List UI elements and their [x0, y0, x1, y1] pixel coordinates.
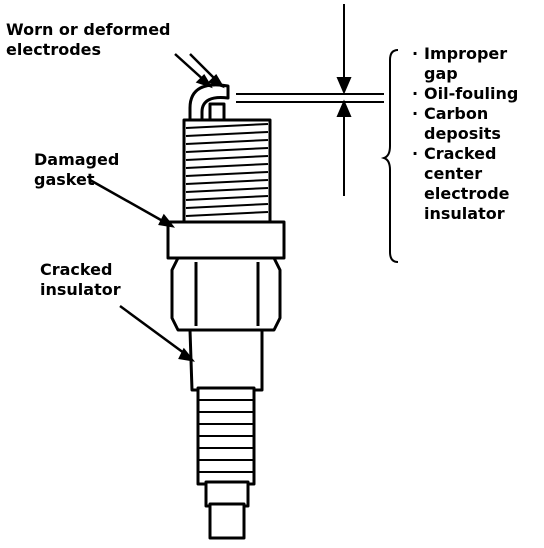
ground-electrode: [188, 83, 230, 124]
gasket: [166, 220, 286, 260]
spark-plug: [166, 83, 286, 540]
terminal-cap: [208, 502, 246, 540]
label-insulator-line1: Cracked: [40, 260, 113, 279]
pointer-arrows: [89, 53, 225, 362]
bullet: ·: [412, 44, 419, 63]
label-insulator: Cracked insulator: [40, 260, 121, 300]
insulator-ribs: [198, 399, 254, 473]
label-electrodes-line2: electrodes: [6, 40, 102, 59]
thread-lines: [185, 123, 269, 217]
cause-text: gap: [424, 64, 458, 83]
center-electrode: [208, 102, 226, 122]
label-gasket: Damaged gasket: [34, 150, 119, 190]
cause-item: · Improper gap: [410, 44, 518, 84]
hex-nut: [170, 256, 282, 332]
label-electrodes: Worn or deformed electrodes: [6, 20, 171, 60]
label-electrodes-line1: Worn or deformed: [6, 20, 171, 39]
bullet: ·: [412, 144, 419, 163]
label-insulator-line2: insulator: [40, 280, 121, 299]
cause-text: Carbon: [424, 104, 489, 123]
label-gasket-line1: Damaged: [34, 150, 120, 169]
cause-text: deposits: [424, 124, 501, 143]
bullet: ·: [412, 84, 419, 103]
cause-text: Improper: [424, 44, 508, 63]
cause-text: center: [424, 164, 483, 183]
terminal: [204, 480, 250, 508]
label-gasket-line2: gasket: [34, 170, 95, 189]
cause-text: Oil-fouling: [424, 84, 519, 103]
cause-item: · Carbon deposits: [410, 104, 518, 144]
cause-list: · Improper gap · Oil-fouling · Carbon de…: [410, 44, 518, 224]
cause-text: electrode: [424, 184, 510, 203]
bullet: ·: [412, 104, 419, 123]
cause-brace: [380, 49, 399, 263]
gap-indicator: [236, 4, 384, 196]
insulator-body: [188, 328, 264, 392]
cause-item: · Cracked center electrode insulator: [410, 144, 518, 224]
cause-item: · Oil-fouling: [410, 84, 518, 104]
cause-text: Cracked: [424, 144, 497, 163]
cause-text: insulator: [424, 204, 505, 223]
